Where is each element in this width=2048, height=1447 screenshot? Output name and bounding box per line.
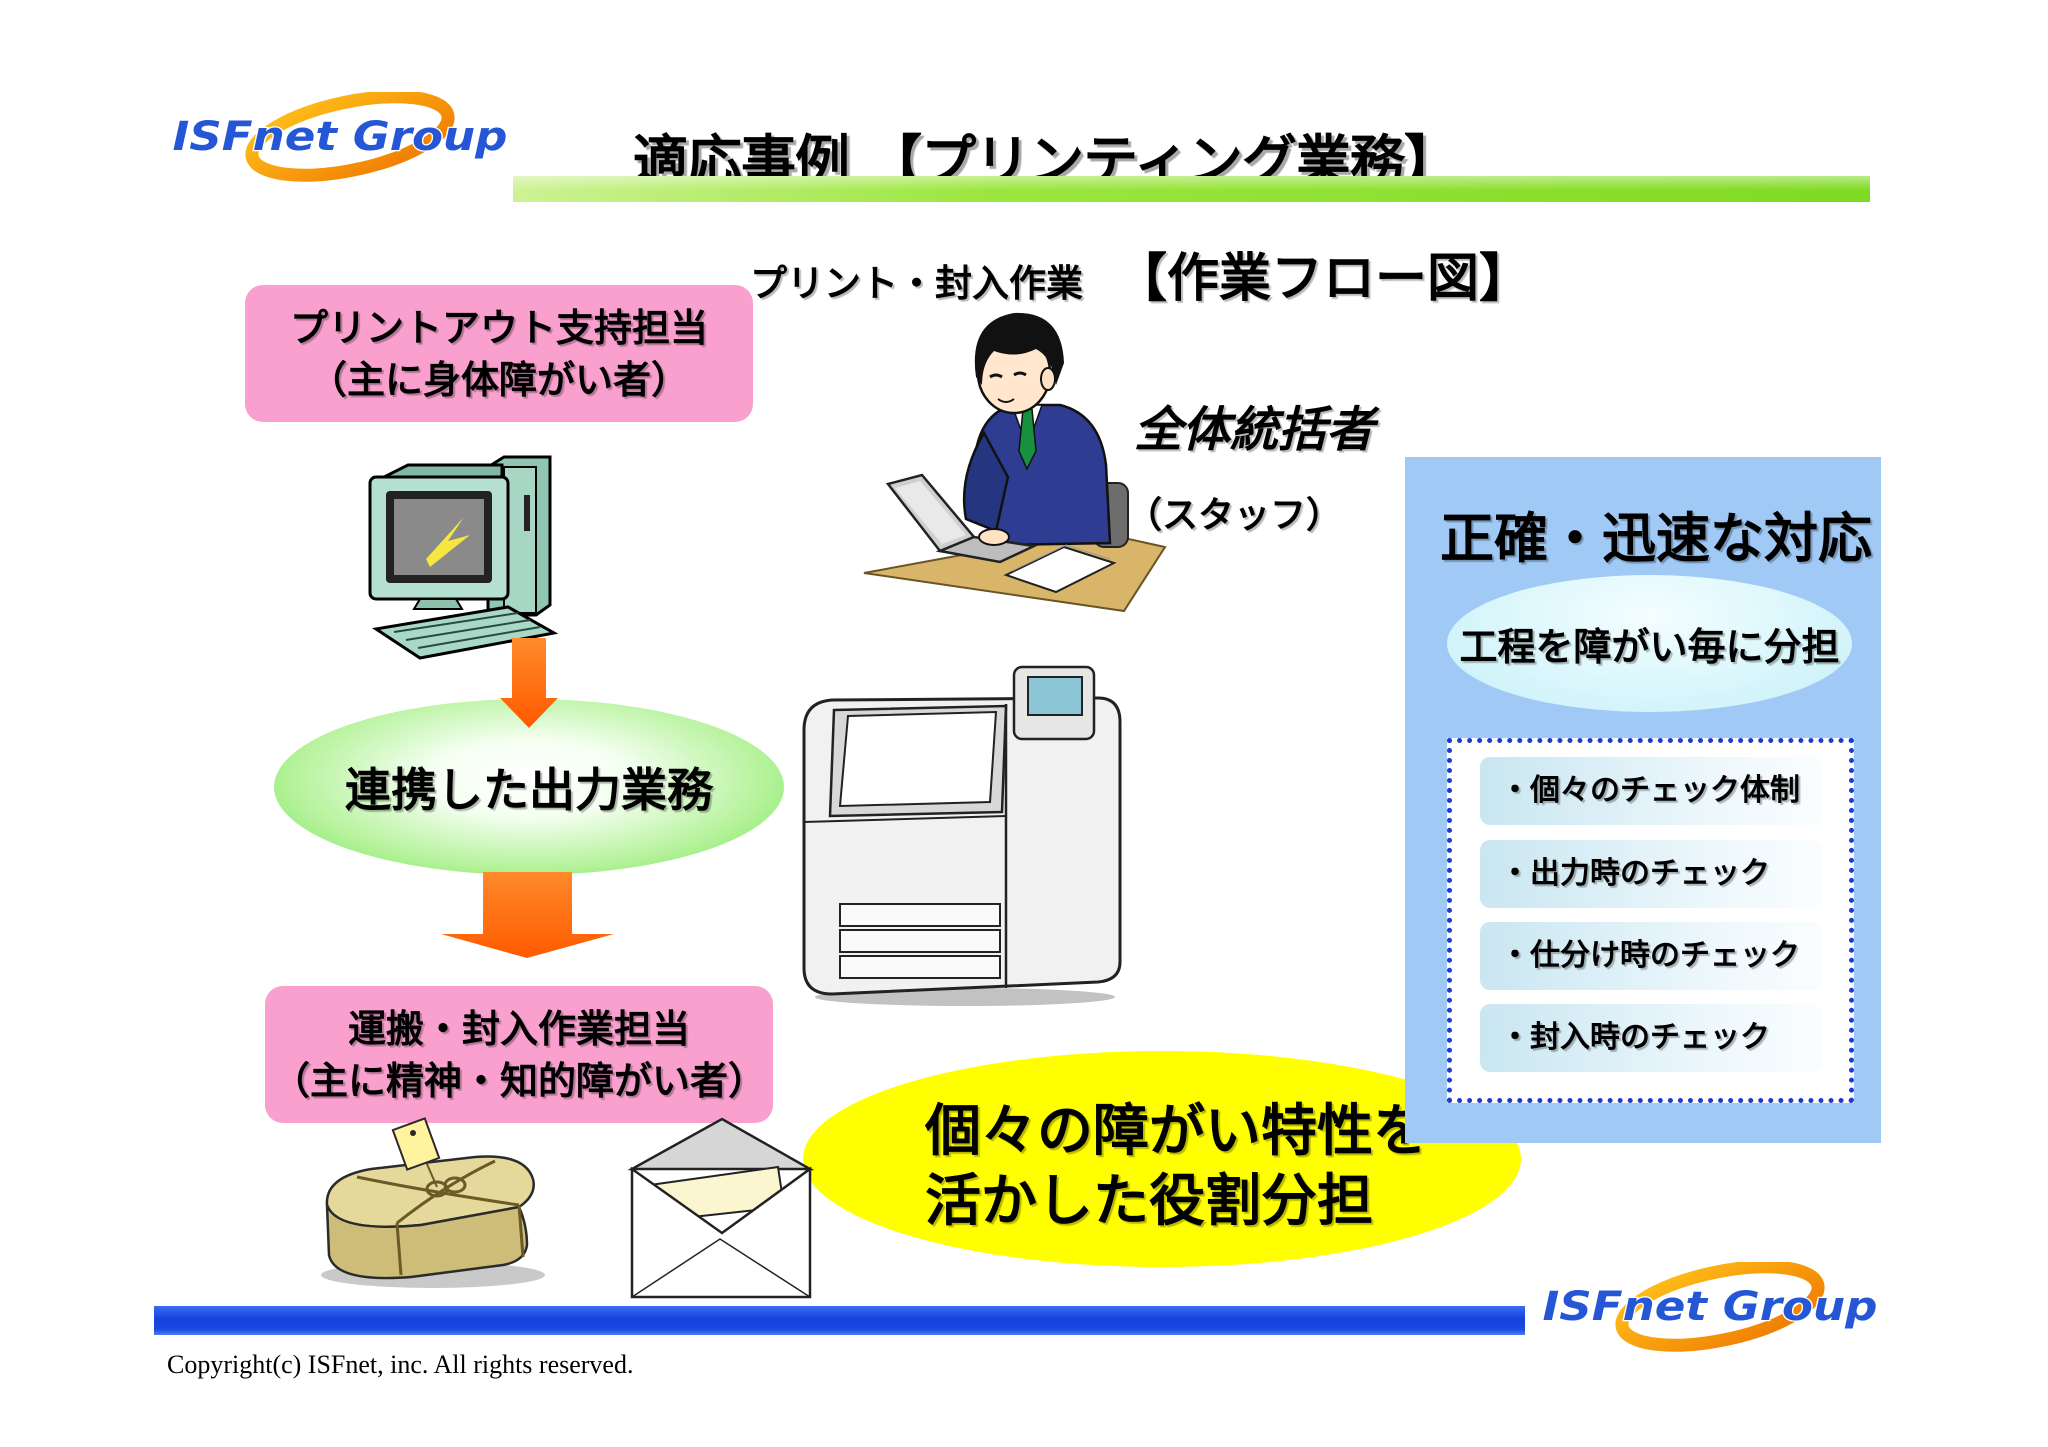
hand	[978, 528, 1010, 546]
linked-output-label: 連携した出力業務	[345, 763, 713, 817]
transport-enclose-box: 運搬・封入作業担当 （主に精神・知的障がい者）	[265, 986, 773, 1123]
monitor	[368, 463, 510, 610]
keyboard	[371, 605, 558, 660]
office-worker-icon	[863, 312, 1167, 613]
transport-enclose-note: （主に精神・知的障がい者）	[271, 1058, 766, 1103]
transport-enclose-title: 運搬・封入作業担当	[347, 1006, 690, 1051]
print-support-note: （主に身体障がい者）	[308, 357, 689, 402]
callout-line-2: 活かした役割分担	[925, 1169, 1373, 1234]
callout-ellipse	[803, 1051, 1521, 1267]
title-underline-bar	[513, 176, 1870, 202]
desktop-computer-icon	[368, 455, 558, 660]
footer-bar	[154, 1306, 1525, 1335]
printer-icon	[802, 665, 1122, 1006]
subtitle-diagram-label: 【作業フロー図】	[1115, 249, 1532, 309]
logo-text: ISFnet Group	[1543, 1284, 1878, 1330]
documents	[1003, 544, 1117, 594]
process-division-label: 工程を障がい毎に分担	[1459, 625, 1840, 669]
worker	[962, 312, 1112, 547]
subtitle: プリント・封入作業 【作業フロー図】	[750, 236, 1531, 311]
envelope-icon	[628, 1117, 814, 1299]
isfnet-logo: ISFnet Group	[171, 92, 509, 182]
print-support-title: プリントアウト支持担当	[289, 305, 708, 350]
linked-output-ellipse: 連携した出力業務	[274, 699, 784, 875]
copyright-notice: Copyright(c) ISFnet, inc. All rights res…	[167, 1350, 634, 1379]
large-arrow-down-icon	[441, 872, 614, 958]
logo-text: ISFnet Group	[173, 114, 508, 160]
supervisor-staff-note: （スタッフ）	[1126, 495, 1343, 536]
check-item: ・出力時のチェック	[1480, 840, 1822, 908]
logo-swoosh	[1615, 1262, 1825, 1352]
package-icon	[321, 1117, 545, 1288]
process-division-bubble: 工程を障がい毎に分担	[1447, 575, 1852, 712]
check-item: ・仕分け時のチェック	[1480, 922, 1822, 990]
quality-panel-heading: 正確・迅速な対応	[1440, 507, 1872, 570]
print-support-box: プリントアウト支持担当 （主に身体障がい者）	[245, 285, 753, 422]
callout-line-1: 個々の障がい特性を	[925, 1099, 1429, 1164]
logo-swoosh	[245, 92, 455, 182]
isfnet-logo: ISFnet Group	[1541, 1262, 1879, 1352]
supervisor-role: 全体統括者	[1134, 402, 1375, 458]
check-item: ・封入時のチェック	[1480, 1004, 1822, 1072]
laptop	[885, 473, 1039, 564]
arrow-down-icon	[500, 638, 558, 728]
callout-text: 個々の障がい特性を 活かした役割分担	[925, 1097, 1429, 1237]
subtitle-task: プリント・封入作業	[750, 262, 1083, 305]
printer-display	[1027, 676, 1083, 716]
check-item: ・個々のチェック体制	[1480, 757, 1822, 825]
